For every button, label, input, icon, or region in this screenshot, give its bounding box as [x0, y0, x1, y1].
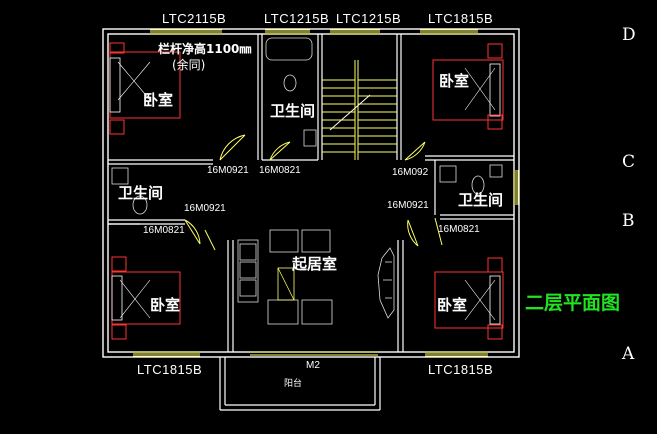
window-right-bath	[513, 170, 519, 205]
door-label-balcony: M2	[306, 360, 320, 371]
note-railing-same: (余同)	[172, 58, 206, 72]
axis-label-b: B	[622, 211, 635, 231]
window-label-top-mid-left: LTC1215B	[264, 11, 330, 26]
bed-top-right	[432, 43, 504, 130]
shower-left	[111, 167, 129, 185]
window-bottom-left	[133, 351, 200, 357]
door-label-bed-left-lower: 16M0821	[143, 225, 185, 236]
outer-wall-outline	[102, 28, 520, 358]
door-swings	[184, 134, 443, 251]
room-label-bathroom-center: 卫生间	[270, 102, 316, 120]
room-label-bedroom-bottom-left: 卧室	[150, 296, 181, 314]
sink-right	[489, 164, 503, 178]
sink-center	[303, 129, 317, 147]
bed-bottom-left	[111, 256, 181, 340]
window-balcony-door	[250, 351, 378, 356]
bathtub-center	[265, 37, 313, 61]
staircase	[322, 60, 397, 160]
window-top-mid-right	[330, 29, 380, 35]
window-top-right	[420, 29, 478, 35]
door-label-bath-left-lower: 16M0921	[184, 203, 226, 214]
tv-cabinet	[377, 247, 395, 319]
room-label-living-room: 起居室	[292, 255, 338, 273]
window-label-bottom-left: LTC1815B	[137, 362, 203, 377]
door-label-bath-center: 16M0821	[259, 165, 301, 176]
axis-label-a: A	[622, 344, 635, 364]
window-bottom-right	[425, 351, 488, 357]
room-label-bathroom-right: 卫生间	[458, 191, 504, 209]
door-label-bath-right-lower: 16M0921	[387, 200, 429, 211]
toilet-right	[471, 175, 485, 195]
window-label-top-right: LTC1815B	[428, 11, 494, 26]
windows	[133, 29, 519, 357]
bed-top-left	[109, 42, 181, 135]
bed-bottom-right	[434, 257, 504, 340]
armchair-top-left	[269, 229, 299, 253]
room-label-bedroom-top-right: 卧室	[439, 72, 470, 90]
interior-walls	[108, 34, 514, 411]
note-railing-height: 栏杆净高1100㎜	[158, 42, 252, 56]
window-label-top-mid-right: LTC1215B	[336, 11, 402, 26]
room-label-bedroom-bottom-right: 卧室	[437, 296, 468, 314]
sofa-left	[237, 239, 259, 303]
room-label-balcony: 阳台	[284, 379, 303, 389]
axis-label-d: D	[622, 25, 636, 45]
toilet-center	[283, 74, 297, 92]
armchair-bottom-right	[301, 299, 333, 325]
door-label-bath-left-upper: 16M0921	[207, 165, 249, 176]
toilet-left	[132, 195, 148, 215]
bathroom-fixtures	[111, 37, 503, 215]
axis-label-c: C	[622, 152, 636, 172]
coffee-table	[277, 267, 295, 301]
window-label-bottom-right: LTC1815B	[428, 362, 494, 377]
window-label-top-left: LTC2115B	[162, 11, 227, 26]
room-label-bathroom-left: 卫生间	[118, 184, 164, 202]
door-label-bed-right-lower: 16M0821	[438, 224, 480, 235]
door-label-bath-right-upper: 16M092	[392, 167, 429, 178]
drawing-title: 二层平面图	[525, 292, 621, 314]
living-furniture	[237, 229, 395, 325]
window-top-mid-left	[265, 29, 310, 35]
room-label-bedroom-top-left: 卧室	[143, 91, 174, 109]
armchair-top-right	[301, 229, 331, 253]
shower-right	[439, 165, 457, 183]
armchair-bottom-left	[267, 299, 299, 325]
window-top-left	[150, 29, 222, 35]
